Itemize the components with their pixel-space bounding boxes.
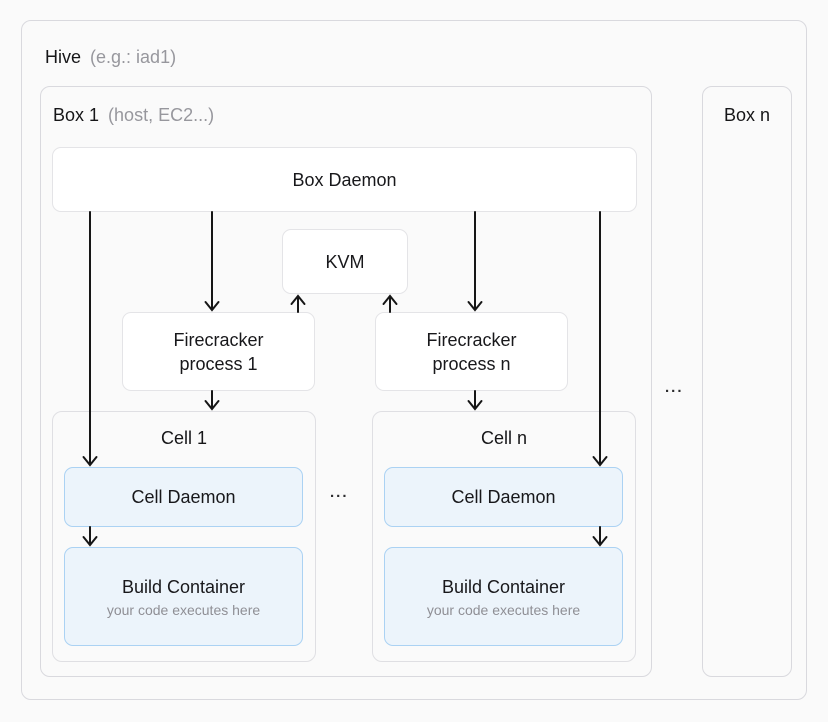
cell-1-build-container-node: Build Container your code executes here bbox=[64, 547, 303, 646]
cell-n-build-container-subtitle: your code executes here bbox=[426, 601, 581, 618]
hive-title: Hive (e.g.: iad1) bbox=[45, 46, 176, 68]
cell-1-cell-daemon-label: Cell Daemon bbox=[131, 487, 236, 507]
firecracker-n-line2: process n bbox=[432, 353, 511, 374]
box-n-container bbox=[702, 86, 792, 677]
box-1-title: Box 1 (host, EC2...) bbox=[53, 104, 214, 126]
box-1-title-text: Box 1 bbox=[53, 105, 100, 125]
cell-1-title: Cell 1 bbox=[160, 428, 208, 448]
cell-n-title: Cell n bbox=[480, 428, 528, 448]
hive-container bbox=[21, 20, 807, 700]
box-daemon-label: Box Daemon bbox=[292, 169, 397, 190]
cell-n-cell-daemon-label: Cell Daemon bbox=[451, 487, 556, 507]
cell-1-container bbox=[52, 411, 316, 662]
cell-n-cell-daemon-node: Cell Daemon bbox=[384, 467, 623, 527]
hive-title-text: Hive bbox=[45, 47, 82, 67]
cell-n-build-container-node: Build Container your code executes here bbox=[384, 547, 623, 646]
boxes-ellipsis: ... bbox=[665, 379, 684, 396]
firecracker-n-line1: Firecracker bbox=[426, 329, 517, 350]
firecracker-1-line1: Firecracker bbox=[173, 329, 264, 350]
box-daemon-node: Box Daemon bbox=[52, 147, 637, 212]
cell-1-build-container-title: Build Container bbox=[121, 576, 246, 597]
firecracker-process-n-node: Firecracker process n bbox=[375, 312, 568, 391]
box-1-container bbox=[40, 86, 652, 677]
cell-1-build-container-subtitle: your code executes here bbox=[106, 601, 261, 618]
kvm-label: KVM bbox=[325, 251, 365, 272]
box-1-subtitle-text: (host, EC2...) bbox=[108, 105, 215, 125]
firecracker-1-line2: process 1 bbox=[179, 353, 258, 374]
hive-subtitle-text: (e.g.: iad1) bbox=[90, 47, 177, 67]
cell-n-build-container-title: Build Container bbox=[441, 576, 566, 597]
box-n-title: Box n bbox=[723, 105, 771, 125]
cell-1-cell-daemon-node: Cell Daemon bbox=[64, 467, 303, 527]
kvm-node: KVM bbox=[282, 229, 408, 294]
cells-ellipsis: ... bbox=[330, 484, 349, 501]
firecracker-process-1-node: Firecracker process 1 bbox=[122, 312, 315, 391]
cell-n-container bbox=[372, 411, 636, 662]
